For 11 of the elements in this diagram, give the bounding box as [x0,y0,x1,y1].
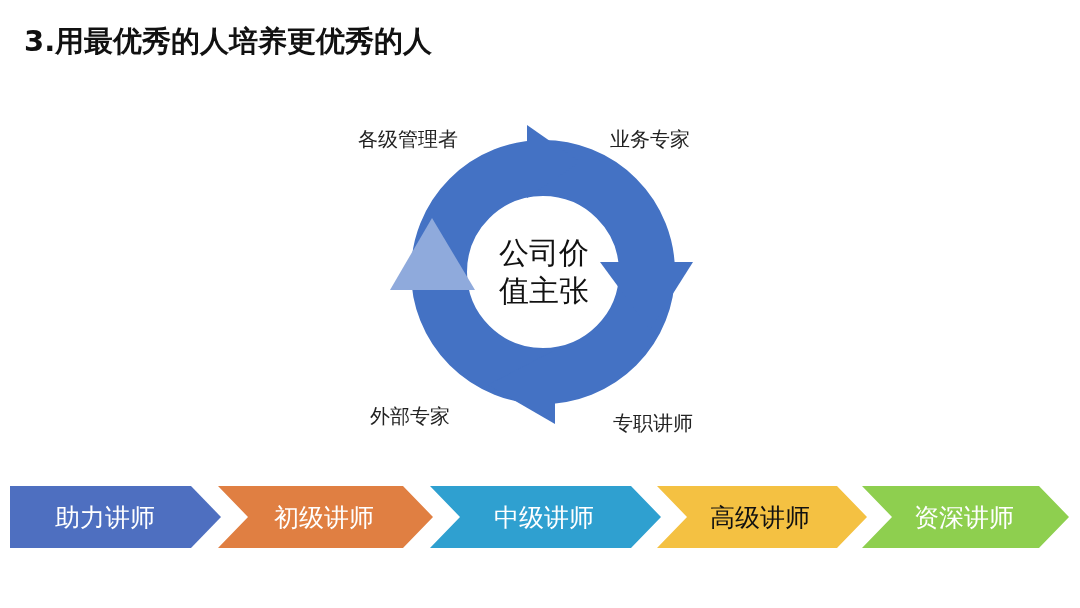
ring-label: 业务专家 [610,126,690,153]
ring-label: 专职讲师 [613,410,693,437]
ring-label: 外部专家 [370,403,450,430]
title: 3.用最优秀的人培养更优秀的人 [24,23,433,60]
center-text: 公司价值主张 [494,234,594,310]
chevron-step: 助力讲师 [10,486,221,548]
chevron-step: 高级讲师 [657,486,867,548]
chevron-step: 资深讲师 [862,486,1069,548]
chevron-step: 初级讲师 [218,486,433,548]
ring-label: 各级管理者 [358,126,458,153]
chevron-step: 中级讲师 [430,486,661,548]
